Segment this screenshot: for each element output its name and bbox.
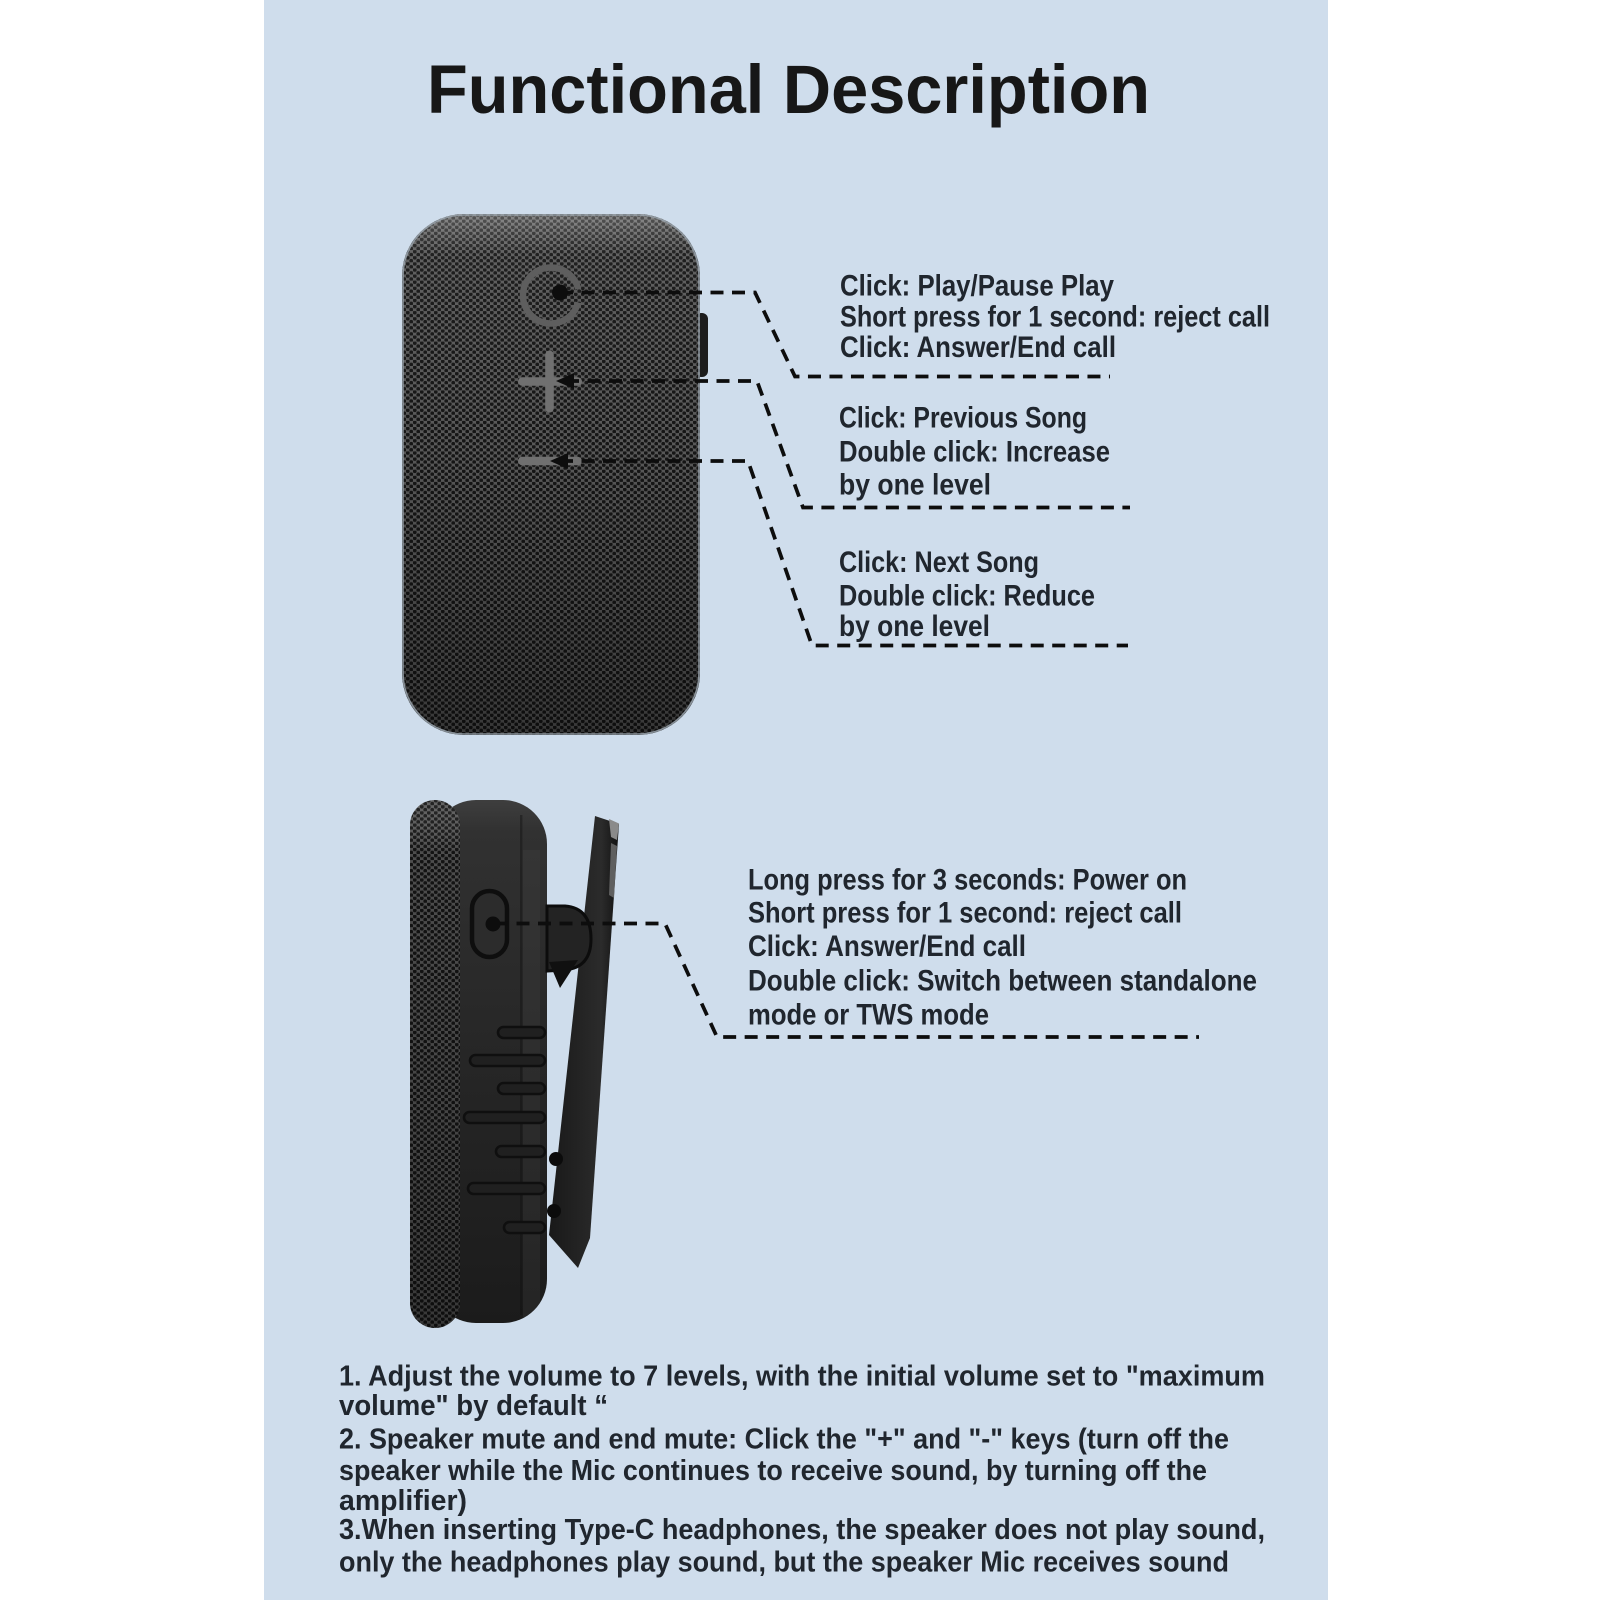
svg-text:volume" by default “: volume" by default “ (339, 1390, 608, 1422)
svg-text:Functional Description: Functional Description (427, 51, 1150, 128)
svg-text:Double click: Switch between s: Double click: Switch between standalone (748, 965, 1257, 998)
svg-text:Short press for 1 second: reje: Short press for 1 second: reject call (840, 301, 1270, 334)
svg-text:mode or TWS mode: mode or TWS mode (748, 998, 989, 1031)
svg-text:Click: Play/Pause Play: Click: Play/Pause Play (840, 270, 1114, 303)
svg-text:only the headphones play sound: only the headphones play sound, but the … (339, 1546, 1229, 1578)
svg-text:Click: Next Song: Click: Next Song (839, 546, 1039, 579)
svg-text:3.When inserting Type-C headph: 3.When inserting Type-C headphones, the … (339, 1514, 1265, 1546)
svg-text:Long press for 3 seconds: Powe: Long press for 3 seconds: Power on (748, 863, 1187, 896)
svg-text:Click: Previous Song: Click: Previous Song (839, 402, 1087, 435)
svg-text:speaker while the Mic continue: speaker while the Mic continues to recei… (339, 1455, 1207, 1487)
svg-text:1. Adjust the volume to 7 leve: 1. Adjust the volume to 7 levels, with t… (339, 1361, 1265, 1393)
svg-text:Click: Answer/End call: Click: Answer/End call (840, 331, 1116, 364)
svg-text:Short press for 1 second: reje: Short press for 1 second: reject call (748, 896, 1182, 929)
svg-text:by one level: by one level (839, 469, 991, 502)
svg-text:Double click: Increase: Double click: Increase (839, 435, 1110, 468)
svg-text:Click: Answer/End call: Click: Answer/End call (748, 930, 1026, 963)
svg-text:Double click: Reduce: Double click: Reduce (839, 580, 1095, 613)
svg-text:by one level: by one level (839, 610, 990, 643)
svg-text:2. Speaker mute and end mute:: 2. Speaker mute and end mute: Click the … (339, 1423, 1229, 1455)
svg-text:amplifier): amplifier) (339, 1485, 467, 1517)
